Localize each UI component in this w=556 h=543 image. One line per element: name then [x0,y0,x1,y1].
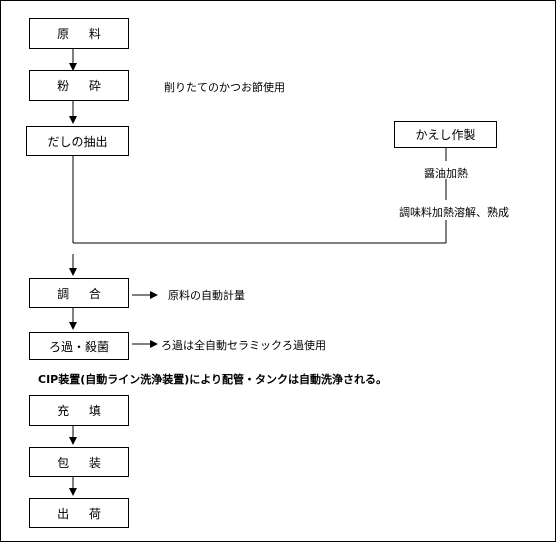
step-filling: 充 填 [29,395,129,426]
note-seasoning-dissolve: 調味料加熱溶解、熟成 [399,206,509,219]
step-packaging: 包 装 [29,447,129,477]
step-blending: 調 合 [29,278,129,308]
step-filtration-sterilization: ろ過・殺菌 [29,332,129,360]
note-auto-weighing: 原料の自動計量 [168,289,245,302]
step-kaeshi-preparation: かえし作製 [394,121,497,148]
step-grinding: 粉 砕 [29,70,129,101]
step-shipping: 出 荷 [29,498,129,528]
note-ceramic-filtration: ろ過は全自動セラミックろ過使用 [161,339,326,352]
note-katsuobushi: 削りたてのかつお節使用 [164,81,285,94]
note-cip-cleaning: CIP装置(自動ライン洗浄装置)により配管・タンクは自動洗浄される。 [38,373,388,386]
step-dashi-extraction: だしの抽出 [26,126,129,156]
step-raw-materials: 原 料 [29,18,129,49]
note-soy-heating: 醤油加熱 [424,167,468,180]
